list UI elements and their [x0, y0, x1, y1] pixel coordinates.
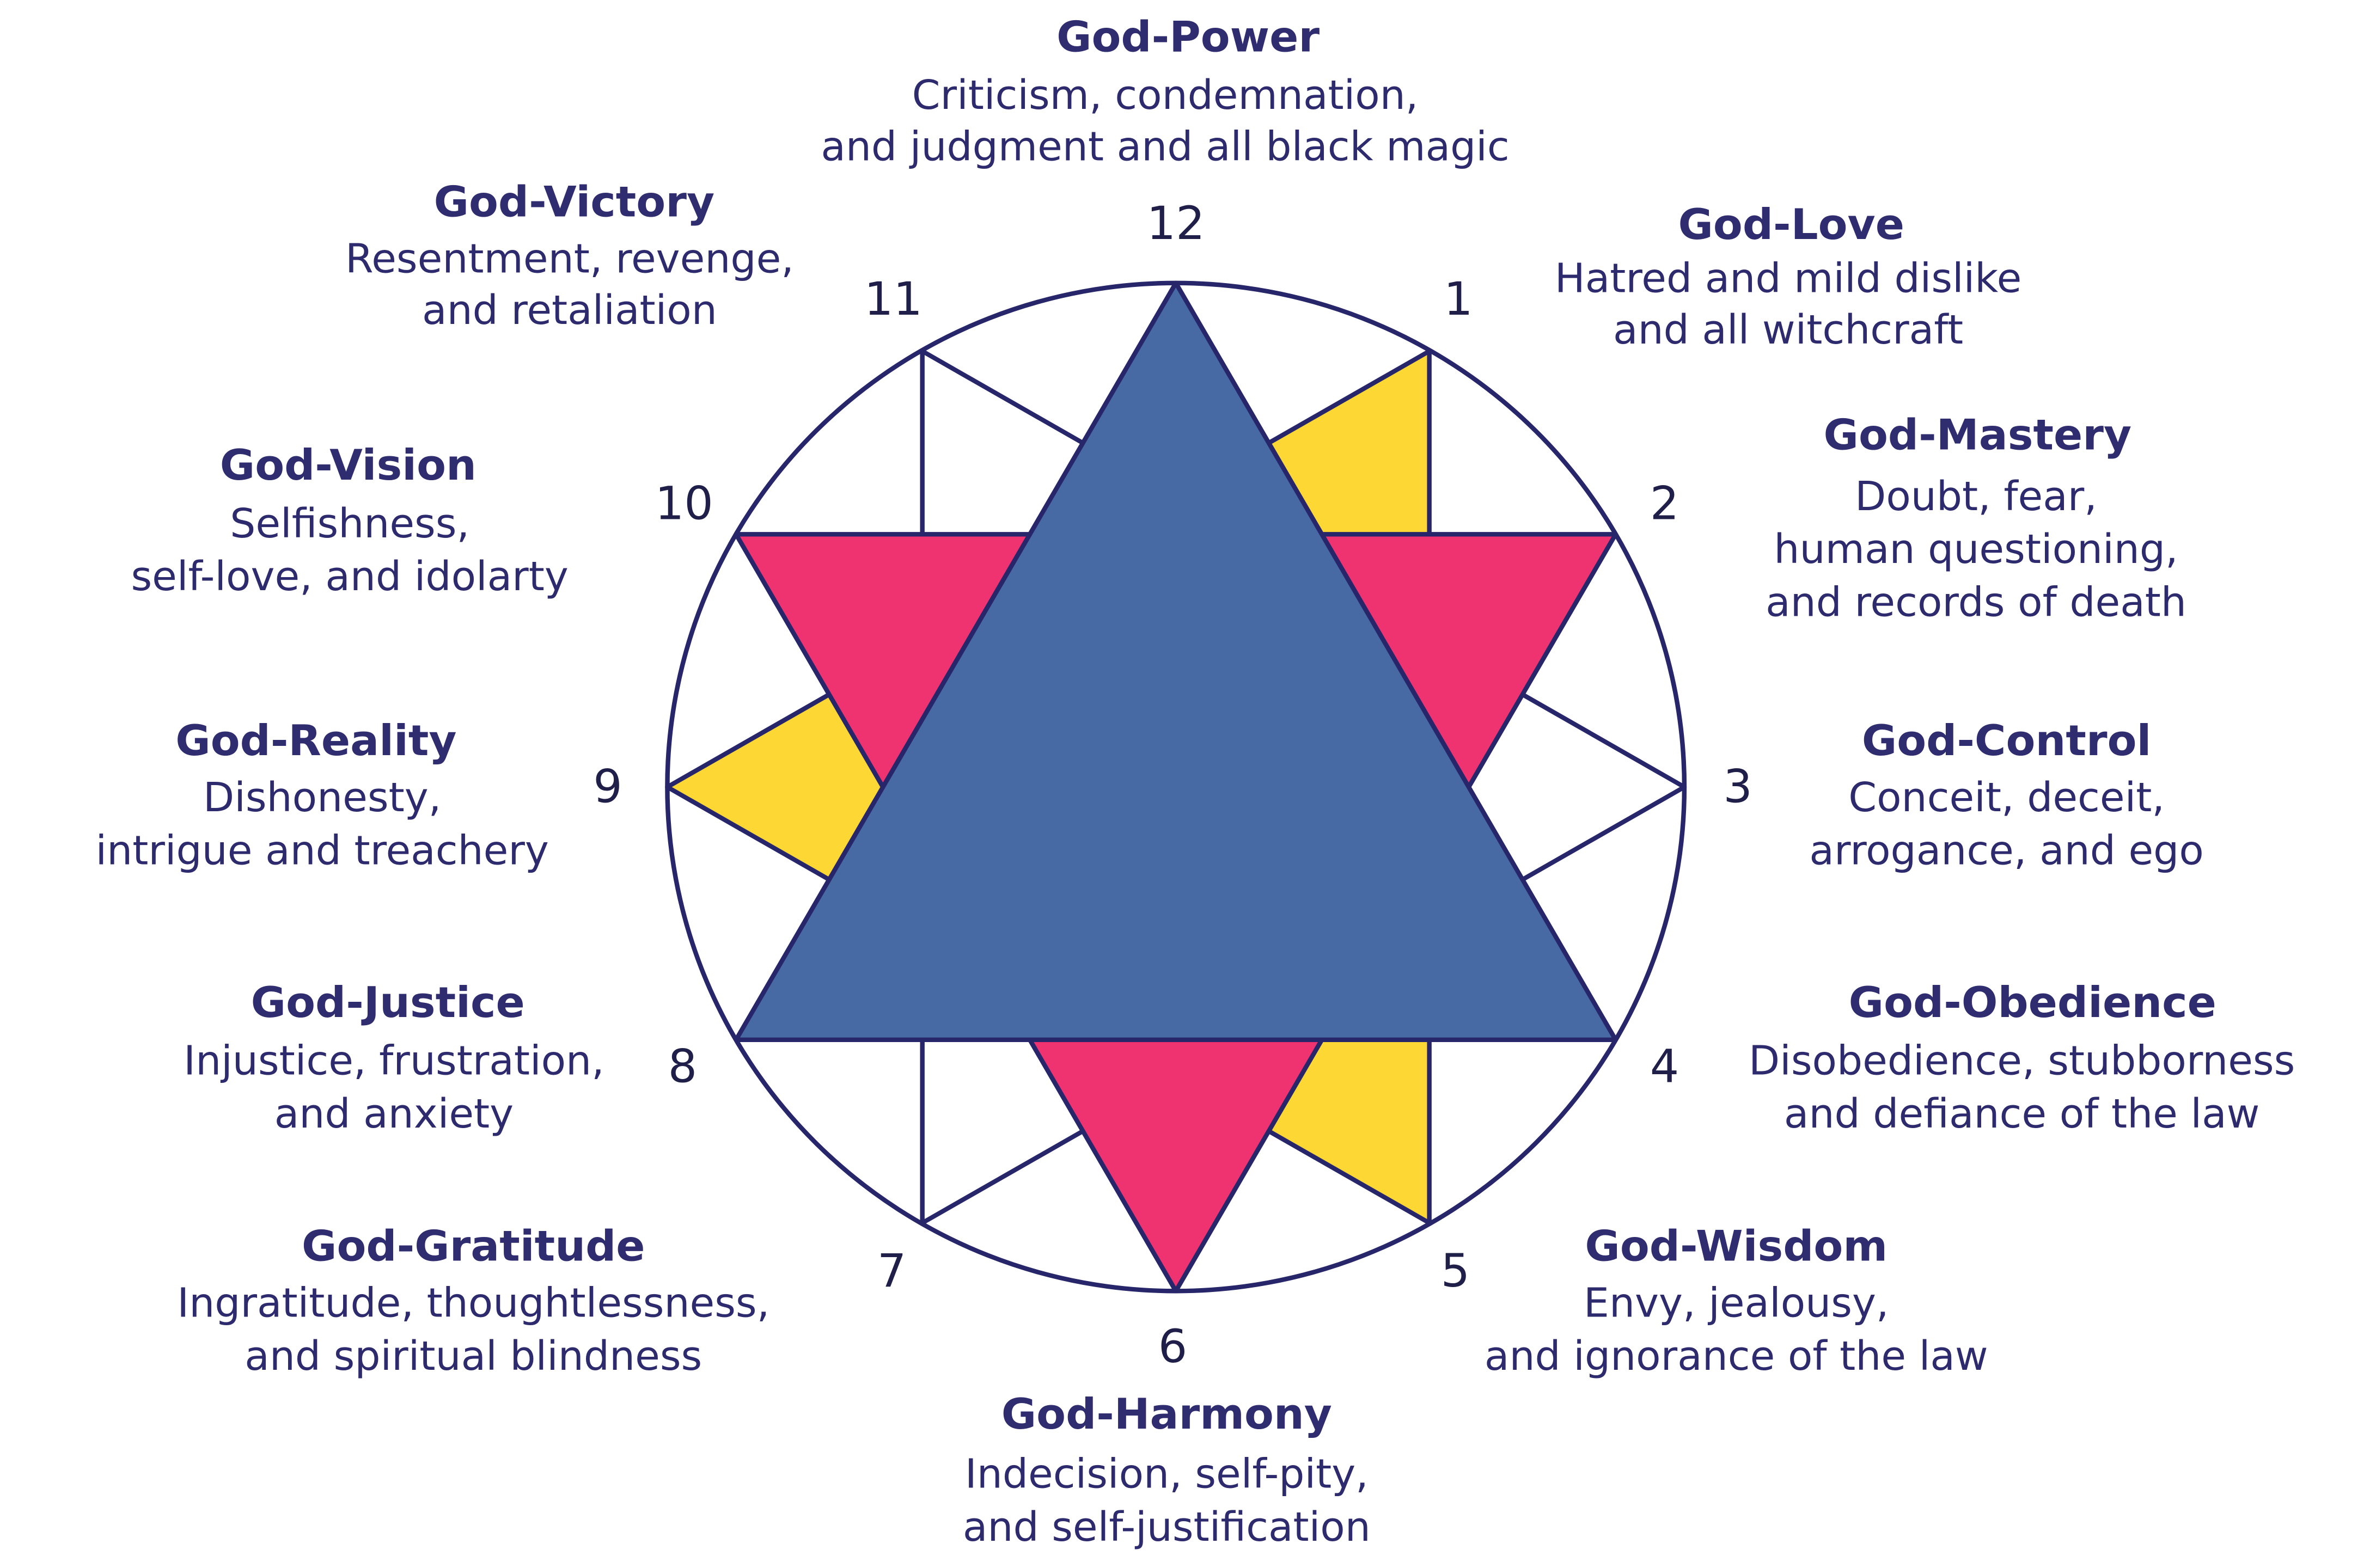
label-line: and spiritual blindness	[245, 1333, 702, 1380]
label-title: God-Obedience	[1849, 978, 2216, 1027]
number-2: 2	[1650, 477, 1679, 530]
label-line: and all witchcraft	[1613, 307, 1963, 353]
label-title: God-Wisdom	[1585, 1222, 1888, 1271]
label-line: Indecision, self-pity,	[965, 1451, 1369, 1498]
label-god-mastery: God-Mastery Doubt, fear, human questioni…	[1766, 411, 2186, 626]
label-god-vision: God-Vision Selfishness, self-love, and i…	[131, 441, 568, 601]
label-line: and judgment and all black magic	[821, 124, 1509, 170]
label-line: and self-justification	[963, 1504, 1371, 1551]
label-god-harmony: God-Harmony Indecision, self-pity, and s…	[963, 1390, 1371, 1551]
label-god-gratitude: God-Gratitude Ingratitude, thoughtlessne…	[177, 1222, 769, 1380]
label-line: Resentment, revenge,	[345, 236, 794, 283]
label-line: self-love, and idolarty	[131, 553, 568, 600]
label-line: Hatred and mild dislike	[1555, 255, 2022, 302]
label-title: God-Love	[1678, 200, 1904, 250]
label-line: Dishonesty,	[203, 774, 441, 821]
label-line: intrigue and treachery	[95, 828, 548, 874]
label-title: God-Reality	[175, 716, 456, 765]
label-title: God-Harmony	[1001, 1390, 1332, 1440]
label-title: God-Justice	[251, 978, 525, 1027]
number-1: 1	[1444, 273, 1473, 326]
label-line: Ingratitude, thoughtlessness,	[177, 1280, 769, 1327]
label-god-power: God-Power Criticism, condemnation, and j…	[821, 13, 1509, 170]
label-line: Conceit, deceit,	[1848, 774, 2165, 821]
number-11: 11	[864, 273, 923, 326]
blue-triangle-12-4-8	[734, 280, 1618, 1042]
label-title: God-Gratitude	[302, 1222, 645, 1271]
number-3: 3	[1723, 760, 1752, 813]
label-title: God-Mastery	[1824, 411, 2132, 460]
label-line: Criticism, condemnation,	[912, 72, 1419, 119]
clock-numbers: 12 1 2 3 4 5 6 7 8 9 10 11	[593, 197, 1752, 1373]
label-line: and ignorance of the law	[1485, 1333, 1988, 1380]
number-5: 5	[1441, 1244, 1470, 1297]
number-4: 4	[1650, 1040, 1679, 1093]
label-line: Injustice, frustration,	[184, 1038, 604, 1085]
label-line: Selfishness,	[230, 500, 469, 547]
label-god-justice: God-Justice Injustice, frustration, and …	[184, 978, 604, 1137]
label-line: human questioning,	[1774, 526, 2178, 573]
label-title: God-Victory	[434, 177, 715, 227]
label-line: Disobedience, stubborness	[1749, 1038, 2295, 1085]
label-title: God-Power	[1056, 13, 1320, 62]
label-title: God-Vision	[220, 441, 477, 491]
number-8: 8	[668, 1040, 698, 1093]
label-line: Doubt, fear,	[1855, 473, 2097, 520]
number-12: 12	[1147, 197, 1205, 250]
label-god-control: God-Control Conceit, deceit, arrogance, …	[1809, 716, 2203, 874]
label-title: God-Control	[1862, 716, 2152, 765]
label-god-reality: God-Reality Dishonesty, intrigue and tre…	[95, 716, 548, 874]
number-7: 7	[877, 1244, 907, 1297]
label-god-obedience: God-Obedience Disobedience, stubborness …	[1749, 978, 2295, 1137]
labels: God-Power Criticism, condemnation, and j…	[95, 13, 2295, 1551]
label-line: and records of death	[1766, 579, 2186, 626]
label-line: and retaliation	[422, 287, 717, 334]
clock-figure	[665, 280, 1687, 1294]
number-6: 6	[1158, 1320, 1188, 1373]
label-god-love: God-Love Hatred and mild dislike and all…	[1555, 200, 2022, 353]
label-line: and anxiety	[274, 1091, 514, 1137]
label-god-victory: God-Victory Resentment, revenge, and ret…	[345, 177, 794, 334]
number-9: 9	[593, 760, 622, 813]
label-line: Envy, jealousy,	[1584, 1280, 1889, 1327]
number-10: 10	[655, 477, 713, 530]
label-god-wisdom: God-Wisdom Envy, jealousy, and ignorance…	[1485, 1222, 1988, 1380]
label-line: arrogance, and ego	[1809, 828, 2203, 874]
label-line: and defiance of the law	[1784, 1091, 2259, 1137]
